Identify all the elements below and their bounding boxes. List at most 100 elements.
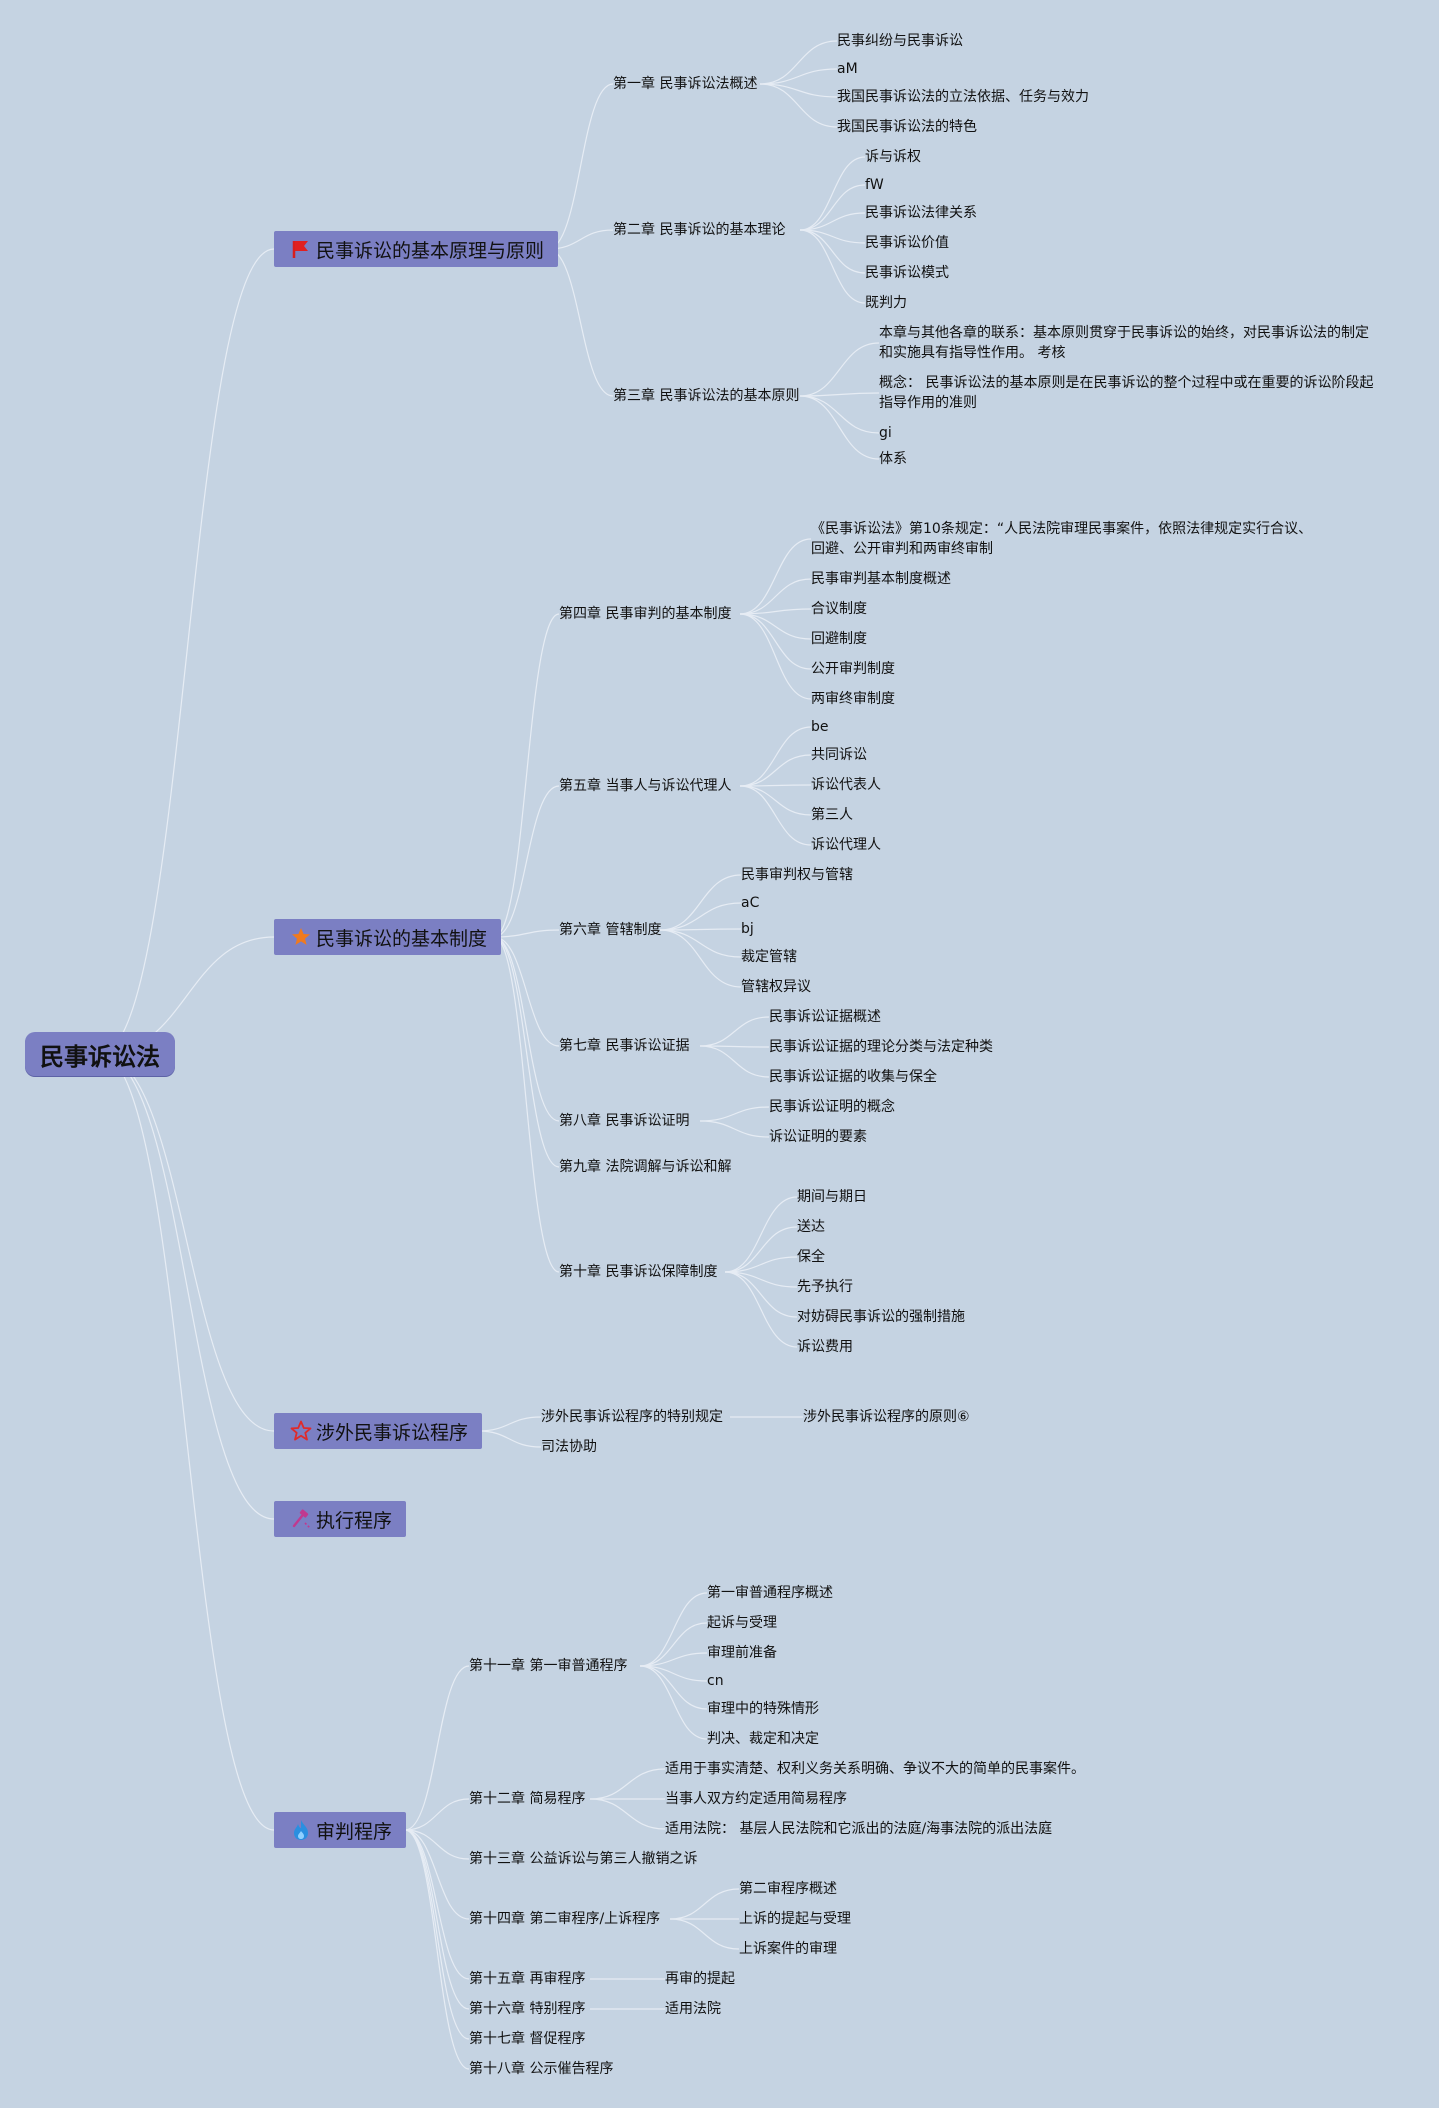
leaf-node[interactable]: 第三人 xyxy=(811,807,853,823)
leaf-node[interactable]: 民事诉讼价值 xyxy=(865,235,949,251)
leaf-node[interactable]: 裁定管辖 xyxy=(741,949,797,965)
leaf-node[interactable]: aM xyxy=(837,61,858,77)
chapter-1[interactable]: 第一章 民事诉讼法概述 xyxy=(613,76,758,92)
leaf-node[interactable]: 民事诉讼证据概述 xyxy=(769,1009,881,1025)
section-judicial-assistance[interactable]: 司法协助 xyxy=(541,1439,597,1455)
leaf-node[interactable]: 既判力 xyxy=(865,295,907,311)
chapter-12[interactable]: 第十二章 简易程序 xyxy=(469,1791,586,1807)
leaf-node[interactable]: 诉与诉权 xyxy=(865,149,921,165)
leaf-node[interactable]: 民事纠纷与民事诉讼 xyxy=(837,33,963,49)
leaf-node[interactable]: cn xyxy=(707,1673,724,1689)
leaf-node[interactable]: 民事诉讼法律关系 xyxy=(865,205,977,221)
leaf-node[interactable]: 两审终审制度 xyxy=(811,691,895,707)
connector-line xyxy=(589,1798,666,1830)
leaf-node[interactable]: 适用于事实清楚、权利义务关系明确、争议不大的简单的民事案件。 xyxy=(665,1761,1085,1777)
leaf-node[interactable]: 本章与其他各章的联系：基本原则贯穿于民事诉讼的始终，对民事诉讼法的制定和实施具有… xyxy=(879,325,1369,361)
leaf-node[interactable]: 民事审判基本制度概述 xyxy=(811,571,951,587)
leaf-node[interactable]: 第二审程序概述 xyxy=(739,1881,837,1897)
orange-star-icon xyxy=(290,926,312,948)
connector-line xyxy=(493,936,560,1122)
connector-line xyxy=(739,538,812,615)
chapter-18[interactable]: 第十八章 公示催告程序 xyxy=(469,2061,614,2077)
leaf-node[interactable]: 民事诉讼模式 xyxy=(865,265,949,281)
connector-line xyxy=(724,1271,798,1318)
connector-line xyxy=(739,613,812,670)
connector-line xyxy=(659,928,742,931)
connector-line xyxy=(99,1053,275,1432)
connector-line xyxy=(659,874,742,931)
leaf-node[interactable]: 民事审判权与管辖 xyxy=(741,867,853,883)
chapter-8[interactable]: 第八章 民事诉讼证明 xyxy=(559,1113,690,1129)
leaf-node[interactable]: 保全 xyxy=(797,1249,825,1265)
section-special-provisions[interactable]: 涉外民事诉讼程序的特别规定 xyxy=(541,1409,723,1425)
leaf-node[interactable]: 涉外民事诉讼程序的原则⑥ xyxy=(803,1409,970,1425)
leaf-node[interactable]: 诉讼代理人 xyxy=(811,837,881,853)
connector-line xyxy=(493,929,560,938)
leaf-node[interactable]: 概念： 民事诉讼法的基本原则是在民事诉讼的整个过程中或在重要的诉讼阶段起指导作用… xyxy=(879,375,1374,411)
connector-line xyxy=(699,1016,770,1047)
leaf-node[interactable]: 上诉的提起与受理 xyxy=(739,1911,851,1927)
connector-line xyxy=(493,936,560,1047)
leaf-node[interactable]: 对妨碍民事诉讼的强制措施 xyxy=(797,1309,965,1325)
branch-label: 民事诉讼的基本原理与原则 xyxy=(316,239,545,262)
chapter-15[interactable]: 第十五章 再审程序 xyxy=(469,1971,586,1987)
leaf-node[interactable]: fW xyxy=(865,177,884,193)
connector-line xyxy=(759,83,838,98)
leaf-node[interactable]: 《民事诉讼法》第10条规定：“人民法院审理民事案件，依照法律规定实行合议、回避、… xyxy=(811,521,1313,557)
leaf-node[interactable]: 先予执行 xyxy=(797,1279,853,1295)
branch-foreign-civil-procedure[interactable]: 涉外民事诉讼程序 xyxy=(274,1413,483,1449)
leaf-node[interactable]: 诉讼证明的要素 xyxy=(769,1129,867,1145)
leaf-node[interactable]: bj xyxy=(741,921,754,937)
chapter-11[interactable]: 第十一章 第一审普通程序 xyxy=(469,1658,628,1674)
leaf-node[interactable]: 诉讼费用 xyxy=(797,1339,853,1355)
chapter-16[interactable]: 第十六章 特别程序 xyxy=(469,2001,586,2017)
leaf-node[interactable]: gi xyxy=(879,425,892,441)
branch-basic-systems[interactable]: 民事诉讼的基本制度 xyxy=(274,919,502,955)
connector-line xyxy=(799,392,880,397)
leaf-node[interactable]: 送达 xyxy=(797,1219,825,1235)
branch-trial-procedure[interactable]: 审判程序 xyxy=(274,1812,407,1848)
chapter-13[interactable]: 第十三章 公益诉讼与第三人撤销之诉 xyxy=(469,1851,698,1867)
leaf-node[interactable]: 我国民事诉讼法的立法依据、任务与效力 xyxy=(837,89,1089,105)
leaf-node[interactable]: 期间与期日 xyxy=(797,1189,867,1205)
leaf-node[interactable]: 适用法院 xyxy=(665,2001,721,2017)
leaf-node[interactable]: 共同诉讼 xyxy=(811,747,867,763)
leaf-node[interactable]: 民事诉讼证据的收集与保全 xyxy=(769,1069,937,1085)
chapter-10[interactable]: 第十章 民事诉讼保障制度 xyxy=(559,1264,718,1280)
leaf-node[interactable]: 管辖权异议 xyxy=(741,979,811,995)
leaf-node[interactable]: 民事诉讼证据的理论分类与法定种类 xyxy=(769,1039,993,1055)
connector-line xyxy=(404,1829,470,1860)
leaf-node[interactable]: 回避制度 xyxy=(811,631,867,647)
chapter-3[interactable]: 第三章 民事诉讼法的基本原则 xyxy=(613,388,800,404)
leaf-node[interactable]: 体系 xyxy=(879,451,907,467)
leaf-node[interactable]: 判决、裁定和决定 xyxy=(707,1731,819,1747)
leaf-node[interactable]: 第一审普通程序概述 xyxy=(707,1585,833,1601)
leaf-node[interactable]: 公开审判制度 xyxy=(811,661,895,677)
leaf-node[interactable]: 诉讼代表人 xyxy=(811,777,881,793)
chapter-9[interactable]: 第九章 法院调解与诉讼和解 xyxy=(559,1159,732,1175)
chapter-17[interactable]: 第十七章 督促程序 xyxy=(469,2031,586,2047)
root-node[interactable]: 民事诉讼法 xyxy=(25,1032,175,1076)
connector-line xyxy=(799,229,866,274)
chapter-2[interactable]: 第二章 民事诉讼的基本理论 xyxy=(613,222,786,238)
chapter-6[interactable]: 第六章 管辖制度 xyxy=(559,922,662,938)
branch-basic-principles[interactable]: 民事诉讼的基本原理与原则 xyxy=(274,231,559,267)
leaf-node[interactable]: 合议制度 xyxy=(811,601,867,617)
leaf-node[interactable]: 再审的提起 xyxy=(665,1971,735,1987)
leaf-node[interactable]: 适用法院： 基层人民法院和它派出的法庭/海事法院的派出法庭 xyxy=(665,1821,1053,1837)
leaf-node[interactable]: be xyxy=(811,719,829,735)
leaf-node[interactable]: 我国民事诉讼法的特色 xyxy=(837,119,977,135)
connector-line xyxy=(799,395,880,434)
leaf-node[interactable]: 审理中的特殊情形 xyxy=(707,1701,819,1717)
chapter-7[interactable]: 第七章 民事诉讼证据 xyxy=(559,1038,690,1054)
branch-enforcement-procedure[interactable]: 执行程序 xyxy=(274,1501,407,1537)
chapter-4[interactable]: 第四章 民事审判的基本制度 xyxy=(559,606,732,622)
leaf-node[interactable]: 上诉案件的审理 xyxy=(739,1941,837,1957)
leaf-node[interactable]: 起诉与受理 xyxy=(707,1615,777,1631)
leaf-node[interactable]: 审理前准备 xyxy=(707,1645,777,1661)
leaf-node[interactable]: 当事人双方约定适用简易程序 xyxy=(665,1791,847,1807)
leaf-node[interactable]: aC xyxy=(741,895,760,911)
chapter-5[interactable]: 第五章 当事人与诉讼代理人 xyxy=(559,778,732,794)
chapter-14[interactable]: 第十四章 第二审程序/上诉程序 xyxy=(469,1911,661,1927)
leaf-node[interactable]: 民事诉讼证明的概念 xyxy=(769,1099,895,1115)
